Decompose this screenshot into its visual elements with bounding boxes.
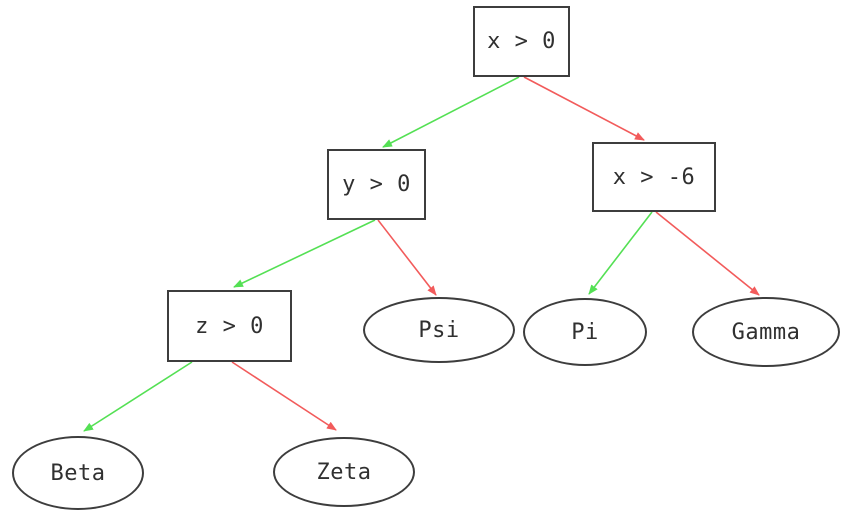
edge-xgt0-ygt0: [382, 76, 520, 148]
edge-zgt0-zeta: [231, 361, 337, 431]
node-label: Pi: [571, 319, 599, 345]
edge-xgt0-xgtneg6: [523, 76, 645, 141]
decision-node-x-gt-0: x > 0: [473, 6, 570, 77]
edge-ygt0-psi: [377, 219, 437, 296]
decision-node-y-gt-0: y > 0: [327, 149, 426, 220]
edge-zgt0-beta: [83, 361, 193, 432]
leaf-node-beta: Beta: [12, 436, 144, 510]
leaf-node-pi: Pi: [523, 298, 647, 366]
decision-node-x-gt-neg6: x > -6: [592, 142, 716, 212]
node-label: Psi: [418, 317, 460, 343]
node-label: x > 0: [487, 29, 556, 54]
leaf-node-psi: Psi: [363, 297, 515, 363]
leaf-node-zeta: Zeta: [273, 437, 415, 507]
node-label: y > 0: [342, 172, 411, 197]
node-label: Gamma: [731, 319, 801, 345]
node-label: x > -6: [612, 164, 696, 190]
edge-ygt0-zgt0: [233, 219, 376, 288]
edge-xgtneg6-pi: [588, 211, 653, 295]
leaf-node-gamma: Gamma: [692, 297, 840, 367]
node-label: Zeta: [316, 459, 372, 485]
node-label: z > 0: [195, 313, 264, 339]
edge-xgtneg6-gamma: [655, 211, 760, 296]
node-label: Beta: [50, 460, 106, 486]
decision-node-z-gt-0: z > 0: [167, 290, 292, 362]
